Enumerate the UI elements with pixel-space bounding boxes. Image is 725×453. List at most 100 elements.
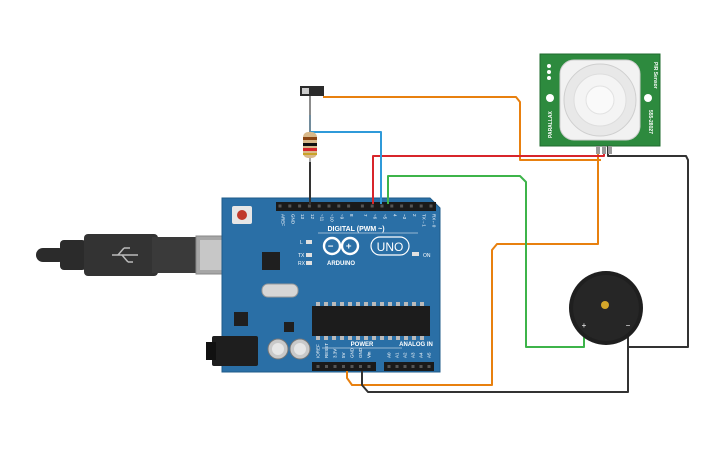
digital-pin-label: ~6 xyxy=(373,214,378,220)
power-pin-label: GND xyxy=(350,347,355,358)
buzzer-minus-label: − xyxy=(626,321,631,330)
pir-dome xyxy=(559,59,641,141)
l-led xyxy=(306,240,312,244)
power-jack xyxy=(212,336,258,366)
reset-button[interactable] xyxy=(232,206,252,224)
power-pin-label: GND xyxy=(358,347,363,358)
power-pin-label: RESET xyxy=(324,343,329,358)
digital-pin-label: ~5 xyxy=(383,214,388,220)
analog-pin-hole[interactable] xyxy=(419,365,423,368)
wire-orange-switch[interactable] xyxy=(323,96,601,161)
wire-orange-5v[interactable] xyxy=(346,144,599,386)
wire-black-buzzer-gnd[interactable] xyxy=(361,329,629,393)
arduino-brand-text: ARDUINO xyxy=(327,261,355,267)
digital-pin-hole[interactable] xyxy=(347,204,351,208)
analog-pin-hole[interactable] xyxy=(387,365,391,368)
buzzer-plus-label: + xyxy=(582,321,587,330)
uno-badge xyxy=(370,236,410,256)
digital-pin-label: ~10 xyxy=(330,214,335,222)
digital-pin-hole[interactable] xyxy=(337,204,341,208)
analog-pin-hole[interactable] xyxy=(411,365,415,368)
power-pin-hole[interactable] xyxy=(316,365,320,368)
digital-pin-hole[interactable] xyxy=(380,204,384,208)
on-led xyxy=(412,252,419,256)
pir-pin-gnd[interactable] xyxy=(608,146,612,154)
buzzer-sound-hole xyxy=(601,301,609,309)
piezo-buzzer[interactable]: + − xyxy=(569,271,643,345)
analog-header xyxy=(384,362,434,371)
slide-switch[interactable] xyxy=(300,86,324,115)
crystal-oscillator xyxy=(261,283,299,298)
tx-led xyxy=(306,253,312,257)
wire-green-buzzer[interactable] xyxy=(387,175,585,348)
power-pin-label: Vin xyxy=(367,351,372,358)
power-pin-hole[interactable] xyxy=(367,365,371,368)
digital-pin-hole[interactable] xyxy=(360,204,364,208)
uno-model-text: UNO xyxy=(377,240,404,254)
digital-pin-hole[interactable] xyxy=(327,204,331,208)
digital-header-label: DIGITAL (PWM ~) xyxy=(327,226,384,233)
digital-pin-hole[interactable] xyxy=(298,204,302,208)
rx-led xyxy=(306,261,312,265)
digital-pin-label: 12 xyxy=(310,214,315,220)
analog-pin-hole[interactable] xyxy=(395,365,399,368)
analog-pin-label: A5 xyxy=(427,352,432,358)
digital-pin-label: ~9 xyxy=(339,214,344,220)
power-pin-hole[interactable] xyxy=(350,365,354,368)
digital-pin-hole[interactable] xyxy=(307,204,311,208)
pir-brand-text: PARALLAX xyxy=(548,110,554,138)
digital-header xyxy=(276,202,436,211)
resistor[interactable] xyxy=(303,115,317,162)
analog-pin-hole[interactable] xyxy=(403,365,407,368)
power-pin-hole[interactable] xyxy=(333,365,337,368)
svg-text:+: + xyxy=(346,242,352,252)
digital-pin-hole[interactable] xyxy=(419,204,423,208)
digital-pin-label: 7 xyxy=(363,214,368,217)
digital-pin-hole[interactable] xyxy=(370,204,374,208)
pir-part-number-text: 555-28027 xyxy=(647,110,653,134)
digital-pin-hole[interactable] xyxy=(278,204,282,208)
digital-pin-label: 13 xyxy=(300,214,305,220)
usb-cable[interactable] xyxy=(36,234,245,276)
power-pin-label: IOREF xyxy=(316,344,321,358)
power-header-label: POWER xyxy=(351,342,374,348)
digital-pin-label: 8 xyxy=(349,214,354,217)
digital-pin-label: ~3 xyxy=(402,214,407,220)
power-pin-hole[interactable] xyxy=(325,365,328,368)
digital-pin-label: TX→1 xyxy=(422,214,427,227)
digital-pin-label: AREF xyxy=(281,214,286,226)
analog-pin-label: A4 xyxy=(419,352,424,358)
digital-pin-hole[interactable] xyxy=(288,204,292,208)
digital-pin-hole[interactable] xyxy=(400,204,404,208)
wire-red-pir[interactable] xyxy=(372,144,605,204)
power-pin-label: 5V xyxy=(341,352,346,358)
digital-pin-hole[interactable] xyxy=(409,204,413,208)
power-pin-hole[interactable] xyxy=(342,365,345,368)
tx-led-label: TX xyxy=(298,253,305,259)
digital-pin-label: ~11 xyxy=(320,214,325,222)
arduino-infinity-logo-icon xyxy=(322,236,360,256)
pir-pin-vcc[interactable] xyxy=(596,146,600,154)
wire-blue-resistor[interactable] xyxy=(309,115,382,204)
pir-pin-out[interactable] xyxy=(602,146,606,154)
pir-sensor[interactable]: PARALLAX PIR Sensor 555-28027 xyxy=(539,53,661,154)
l-led-label: L xyxy=(300,240,303,246)
power-pin-label: 3.3V xyxy=(333,349,338,358)
pir-name-text: PIR Sensor xyxy=(652,62,658,89)
pir-mount-hole-left xyxy=(546,94,554,102)
analog-pin-label: A1 xyxy=(395,352,400,358)
digital-pin-hole[interactable] xyxy=(429,204,433,208)
on-led-label: ON xyxy=(423,253,431,259)
digital-pin-hole[interactable] xyxy=(390,204,394,208)
digital-pin-label: RX←0 xyxy=(432,214,437,228)
digital-pin-hole[interactable] xyxy=(317,204,321,208)
digital-pin-label: 2 xyxy=(412,214,417,217)
analog-pin-label: A2 xyxy=(403,352,408,358)
analog-pin-hole[interactable] xyxy=(427,365,431,368)
analog-pin-label: A0 xyxy=(387,352,392,358)
usb-symbol-icon xyxy=(112,247,138,263)
power-pin-hole[interactable] xyxy=(359,365,362,368)
atmega-chip xyxy=(312,306,430,336)
